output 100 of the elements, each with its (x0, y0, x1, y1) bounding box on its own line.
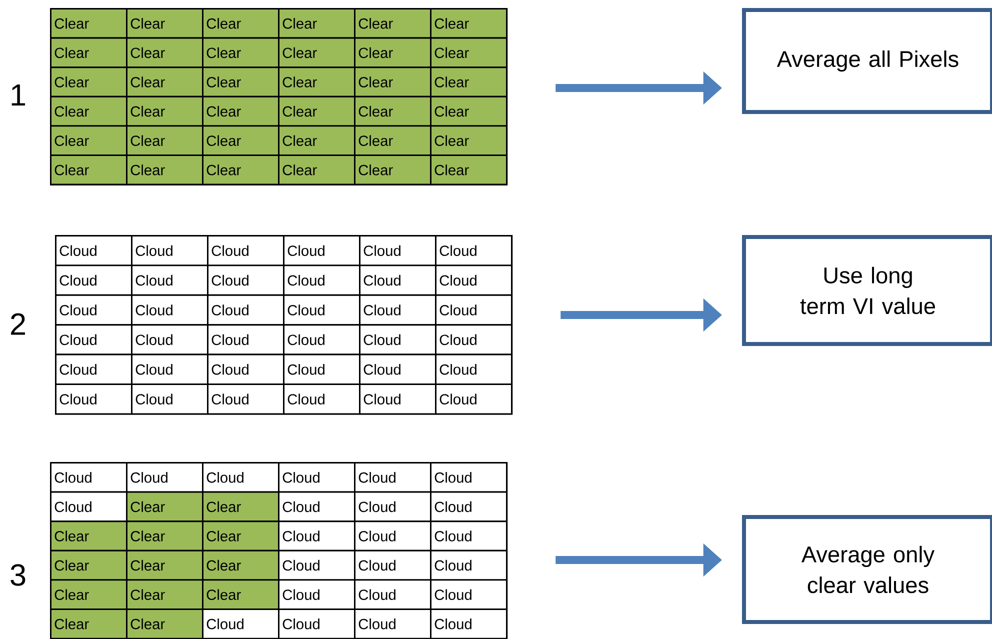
table-cell: Cloud (435, 354, 512, 385)
table-cell: Cloud (430, 491, 508, 522)
table-cell: Cloud (283, 384, 360, 415)
table-cell: Cloud (354, 462, 432, 493)
table-cell: Cloud (359, 235, 436, 266)
table-cell: Cloud (354, 579, 432, 610)
table-cell: Cloud (354, 491, 432, 522)
table-cell: Clear (430, 125, 508, 156)
table-cell: Cloud (207, 235, 284, 266)
table-cell: Cloud (283, 264, 360, 296)
table-cell: Clear (126, 8, 204, 39)
table-cell: Cloud (55, 384, 132, 415)
table-cell: Cloud (283, 354, 360, 385)
table-cell: Cloud (430, 608, 508, 639)
grid-number: 3 (10, 564, 26, 586)
table-cell: Clear (50, 579, 128, 610)
table-cell: Clear (278, 96, 356, 127)
table-cell: Cloud (283, 235, 360, 266)
table-cell: Clear (430, 96, 508, 127)
table-cell: Cloud (278, 462, 356, 493)
table-cell: Cloud (126, 462, 204, 493)
table-cell: Cloud (55, 264, 132, 296)
table-cell: Cloud (55, 354, 132, 385)
table-cell: Cloud (278, 550, 356, 581)
table-cell: Clear (50, 520, 128, 552)
table-cell: Clear (126, 550, 204, 581)
table-cell: Cloud (359, 324, 436, 356)
process-box: Average all Pixels (742, 8, 992, 114)
table-cell: Clear (202, 66, 280, 98)
table-cell: Clear (354, 154, 432, 186)
table-cell: Clear (126, 491, 204, 522)
table-cell: Cloud (131, 384, 208, 415)
table-cell: Clear (126, 37, 204, 68)
table-cell: Cloud (202, 462, 280, 493)
table-cell: Cloud (430, 550, 508, 581)
table-cell: Cloud (55, 324, 132, 356)
table-cell: Clear (430, 154, 508, 186)
table-cell: Clear (354, 37, 432, 68)
table-cell: Cloud (430, 579, 508, 610)
table-cell: Clear (354, 125, 432, 156)
table-cell: Clear (50, 8, 128, 39)
table-cell: Clear (202, 8, 280, 39)
table-cell: Clear (126, 125, 204, 156)
table-cell: Cloud (55, 235, 132, 266)
table-cell: Clear (126, 154, 204, 186)
table-cell: Clear (50, 37, 128, 68)
grid-number: 1 (12, 84, 26, 106)
table-cell: Clear (354, 66, 432, 98)
table-cell: Cloud (207, 324, 284, 356)
table-cell: Cloud (278, 608, 356, 639)
table-cell: Cloud (359, 384, 436, 415)
table-cell: Clear (50, 550, 128, 581)
table-cell: Clear (354, 96, 432, 127)
table-cell: Clear (50, 154, 128, 186)
table-cell: Cloud (435, 264, 512, 296)
table-cell: Cloud (430, 520, 508, 552)
table-cell: Cloud (354, 520, 432, 552)
table-cell: Cloud (354, 608, 432, 639)
table-cell: Clear (126, 66, 204, 98)
table-cell: Cloud (435, 235, 512, 266)
table-cell: Clear (278, 125, 356, 156)
table-cell: Cloud (354, 550, 432, 581)
table-cell: Clear (202, 550, 280, 581)
table-cell: Cloud (55, 294, 132, 326)
table-cell: Cloud (50, 491, 128, 522)
table-cell: Clear (202, 96, 280, 127)
table-cell: Cloud (278, 579, 356, 610)
table-cell: Clear (202, 520, 280, 552)
table-cell: Cloud (359, 294, 436, 326)
table-cell: Cloud (435, 384, 512, 415)
table-cell: Cloud (131, 235, 208, 266)
table-cell: Clear (50, 66, 128, 98)
table-cell: Cloud (283, 324, 360, 356)
table-cell: Cloud (435, 324, 512, 356)
table-cell: Clear (430, 37, 508, 68)
table-cell: Clear (278, 37, 356, 68)
table-cell: Cloud (283, 294, 360, 326)
table-cell: Clear (278, 154, 356, 186)
table-cell: Clear (126, 520, 204, 552)
table-cell: Cloud (50, 462, 128, 493)
table-cell: Clear (126, 579, 204, 610)
table-cell: Cloud (207, 294, 284, 326)
table-cell: Clear (50, 608, 128, 639)
table-cell: Clear (278, 8, 356, 39)
table-cell: Clear (202, 579, 280, 610)
table-cell: Clear (126, 608, 204, 639)
table-cell: Cloud (207, 354, 284, 385)
table-cell: Cloud (131, 354, 208, 385)
table-cell: Clear (50, 125, 128, 156)
table-cell: Cloud (430, 462, 508, 493)
grid-number: 2 (11, 313, 25, 335)
table-cell: Clear (278, 66, 356, 98)
table-cell: Cloud (131, 324, 208, 356)
table-cell: Cloud (359, 354, 436, 385)
table-cell: Clear (126, 96, 204, 127)
table-cell: Clear (430, 8, 508, 39)
table-cell: Clear (202, 125, 280, 156)
table-cell: Cloud (278, 491, 356, 522)
table-cell: Clear (430, 66, 508, 98)
table-cell: Cloud (207, 384, 284, 415)
